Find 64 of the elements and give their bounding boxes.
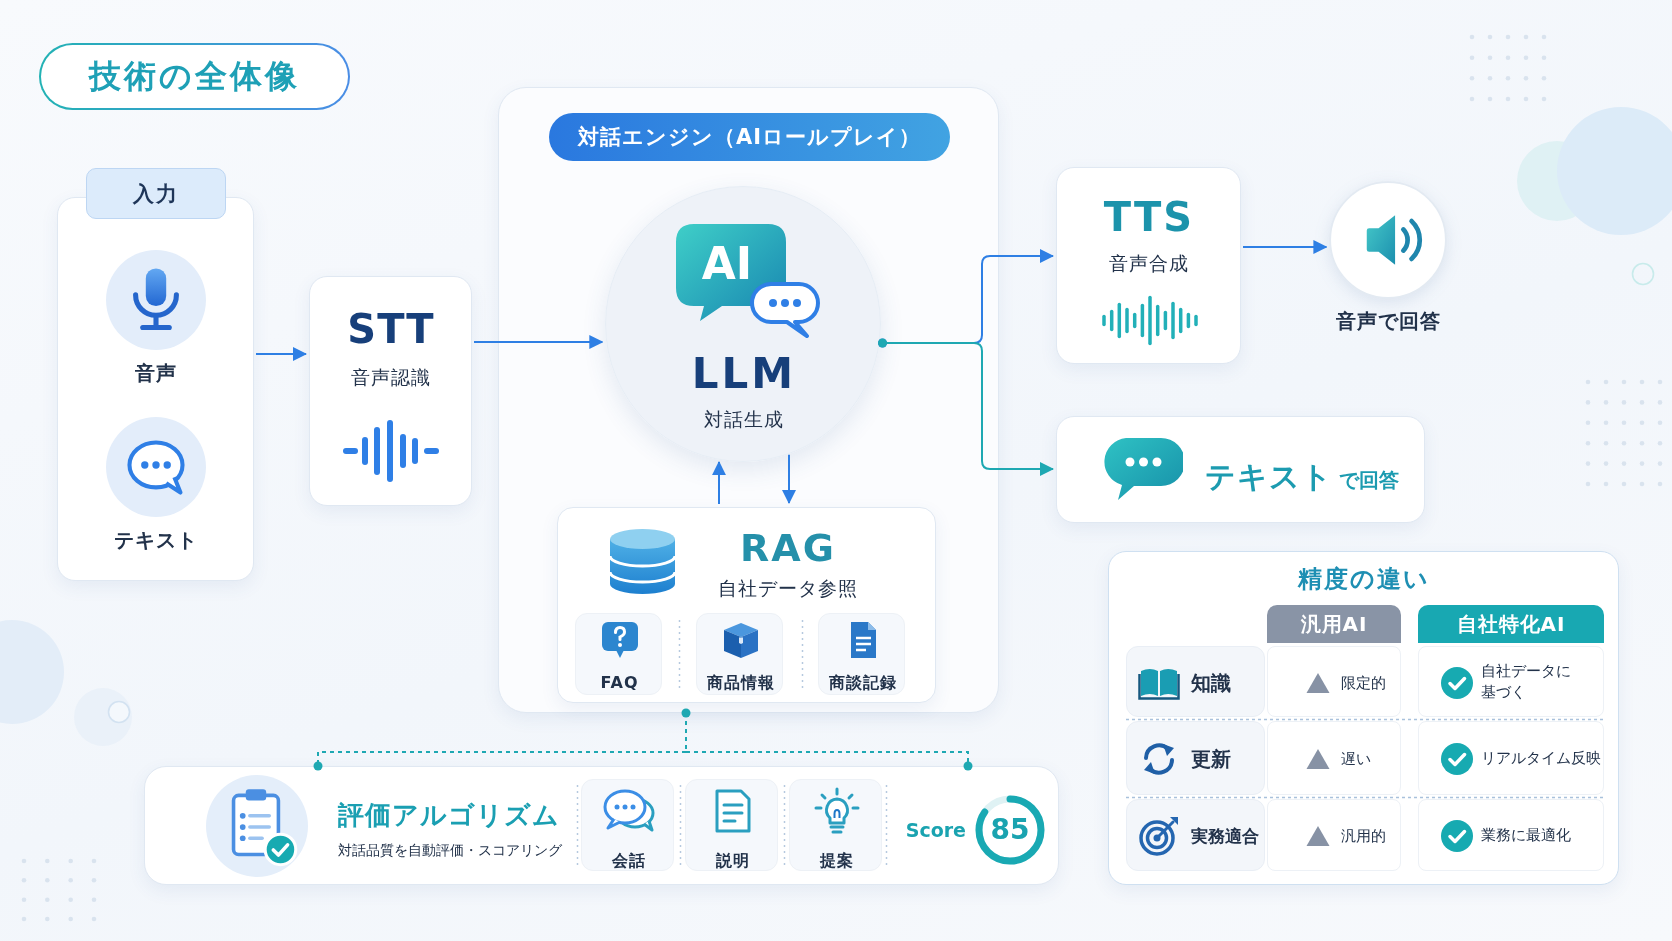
process-box [1056,167,1241,364]
score-ring [974,794,1046,866]
box-title: STT [347,305,435,353]
card-label: FAQ [600,673,639,693]
description-text: 対話品質を自動評価・スコアリング [338,841,562,859]
column-header: 自社特化AI [1418,605,1604,643]
microphone-icon [105,249,207,351]
bubble-label: AI [701,237,753,291]
arrow [782,453,796,504]
score-value: 85 [990,813,1030,847]
arrow [712,461,726,505]
criteria-card [685,779,778,871]
title-pill: 技術の全体像 [39,43,350,110]
chat-bubble-icon [105,416,207,518]
icon-caption: 音声 [135,361,177,385]
output-text: テキスト [1205,457,1333,496]
output-text: で回答 [1339,466,1399,494]
criteria-card [789,779,882,871]
box-subtitle: 音声認識 [351,365,431,389]
circle-title: LLM [691,348,797,400]
criteria-card [581,779,674,871]
dashed-connector [313,708,973,771]
row-label: 更新 [1191,747,1231,771]
comparison-panel [1108,551,1619,885]
card-label: 説明 [715,851,750,871]
box-title: RAG [740,526,836,572]
arrow [473,335,604,349]
panel-title: 精度の違い [1298,564,1430,594]
icon-caption: 音声で回答 [1335,309,1441,333]
cell-value: 遅い [1341,750,1371,768]
process-box [309,276,472,506]
cell-value: 自社データに基づく [1481,660,1572,704]
arrow [1242,240,1328,254]
source-card [575,613,662,695]
cell-value: 限定的 [1341,673,1386,692]
heading-tab: 入力 [86,168,226,219]
output-box [1056,416,1425,523]
card-label: 商品情報 [706,673,775,693]
card-label: 商談記録 [828,673,897,693]
row-label: 知識 [1191,670,1231,695]
cell-value: リアルタイム反映 [1481,748,1601,770]
card-label: 会話 [611,851,646,871]
source-card [696,613,783,695]
evaluation-panel [144,766,1059,885]
source-card [818,613,905,695]
process-box [557,507,936,703]
box-subtitle: 音声合成 [1109,251,1189,275]
arrow [878,338,1054,476]
cell-value: 汎用的 [1341,827,1386,845]
circle-subtitle: 対話生成 [704,407,784,431]
row-label: 実務適合 [1191,825,1259,847]
icon-caption: テキスト [114,528,198,552]
speech-bubble [676,224,786,321]
box-title: TTS [1103,193,1195,241]
group-panel [498,87,999,713]
column-header: 汎用AI [1267,605,1401,643]
arrow [255,347,307,361]
score-label: Score [905,818,966,842]
cell-value: 業務に最適化 [1481,825,1571,847]
box-subtitle: 自社データ参照 [718,576,858,600]
card-label: 提案 [819,851,854,871]
speaker-icon [1329,181,1447,299]
panel-title: 評価アルゴリズム [338,800,560,832]
heading-pill: 対話エンジン（AIロールプレイ） [549,113,950,161]
